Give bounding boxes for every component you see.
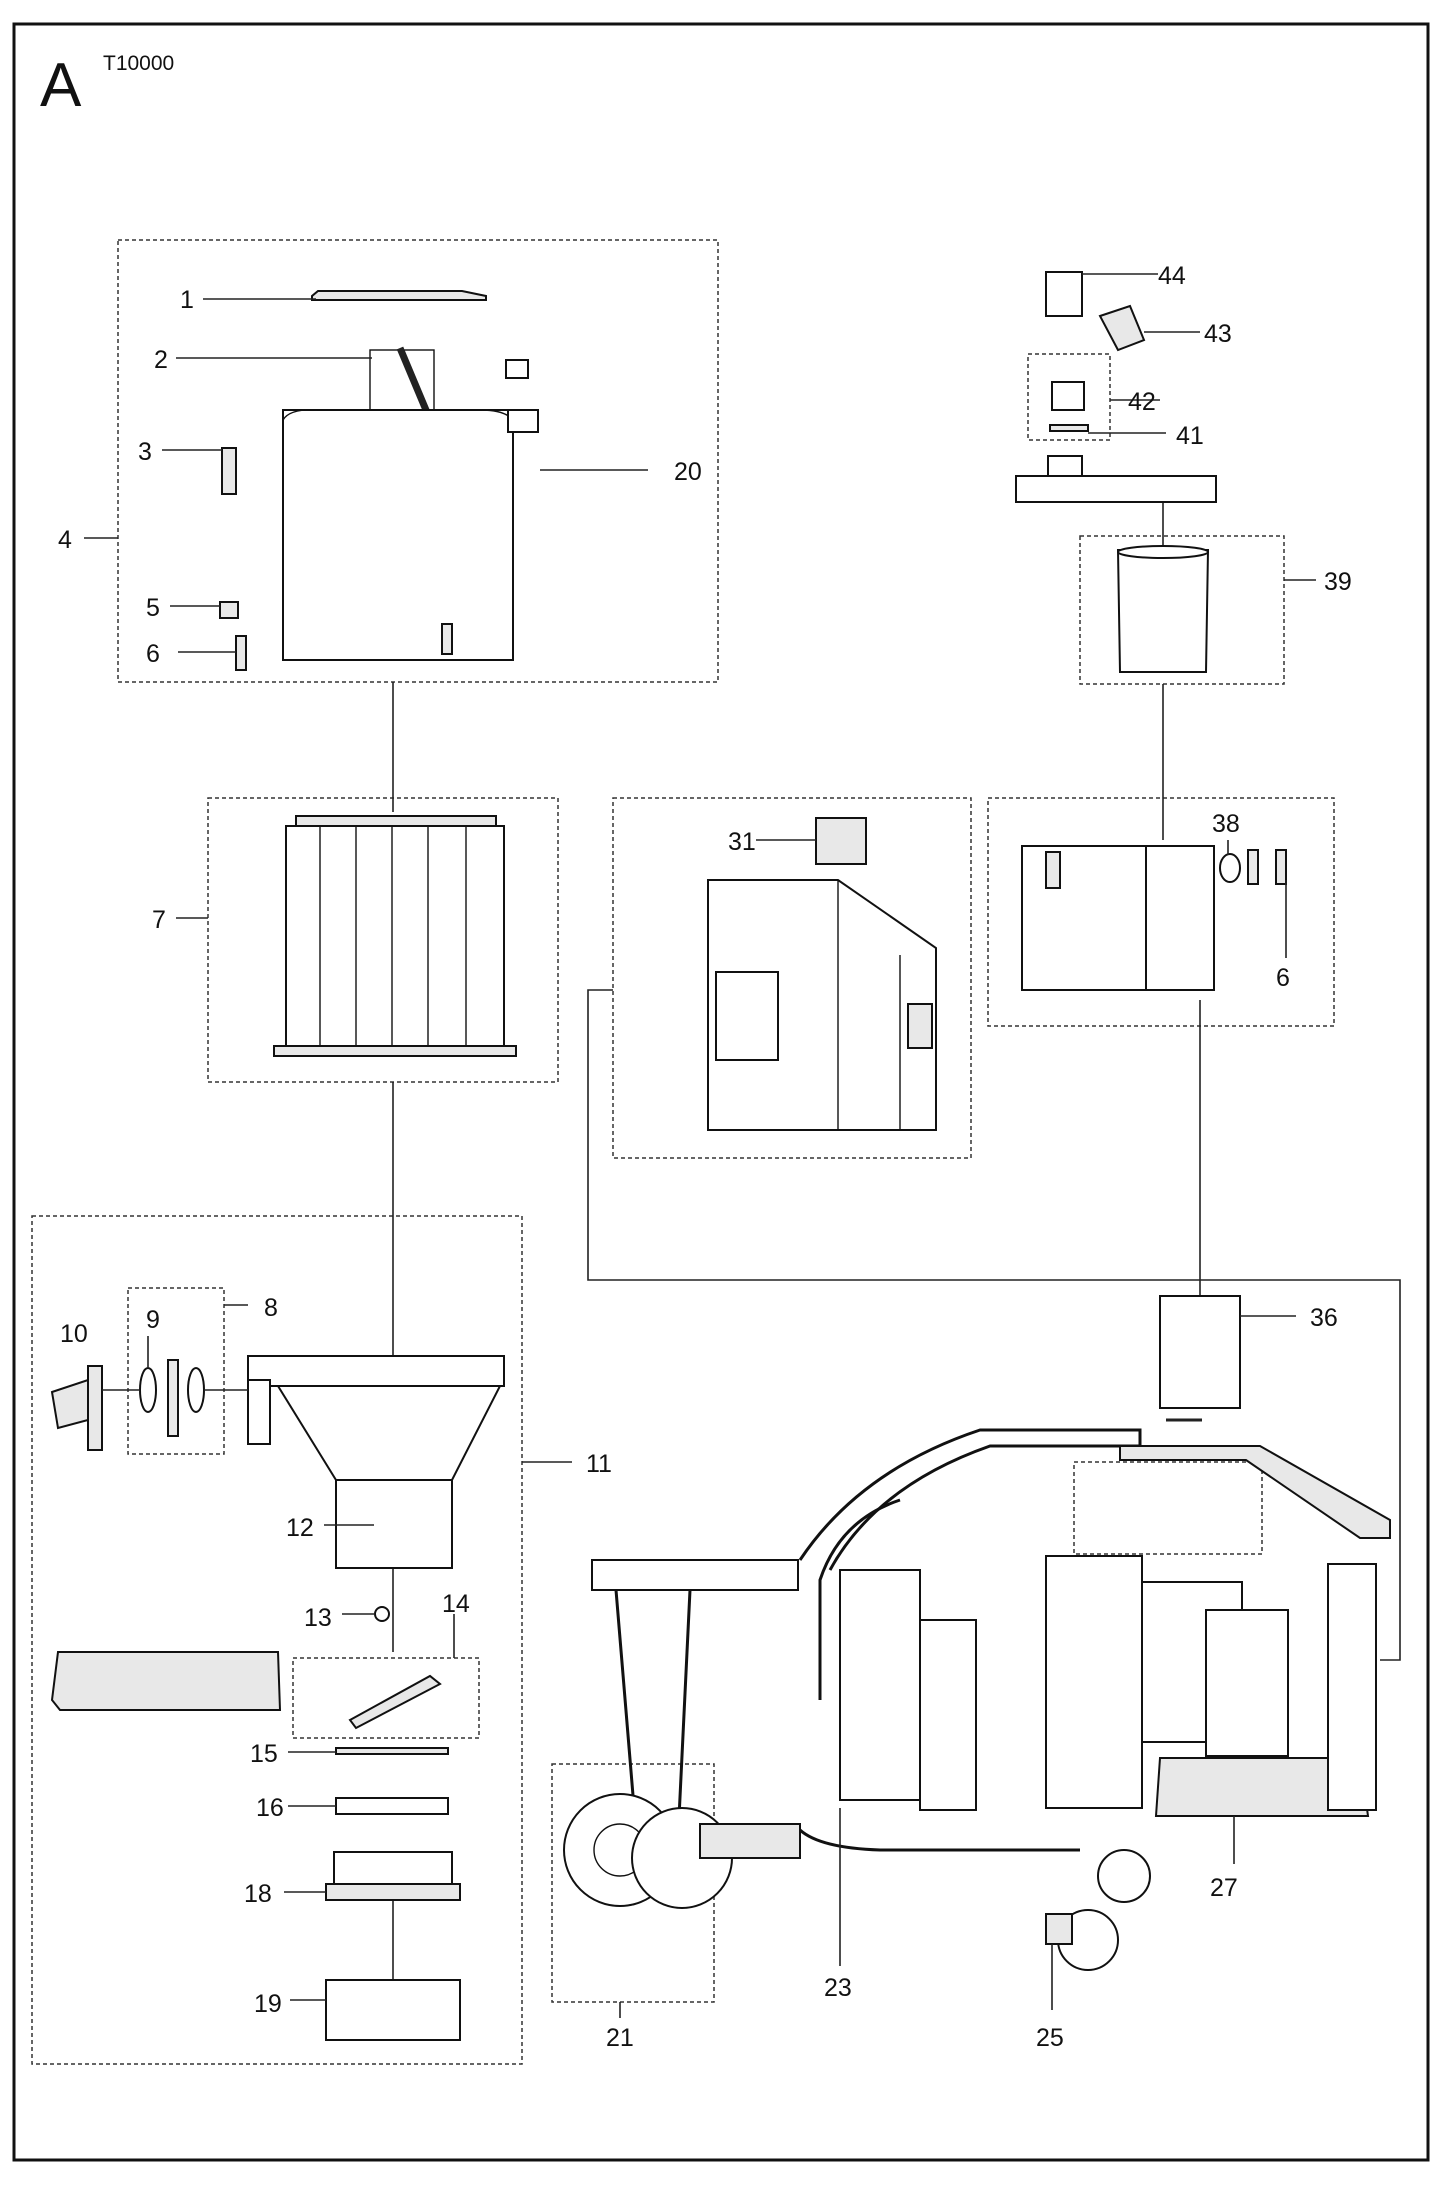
callout-21: 21 — [606, 2024, 634, 2052]
group-box-27-sub — [1073, 1461, 1263, 1555]
group-box-31 — [612, 797, 972, 1159]
valve-part-44 — [1045, 271, 1083, 317]
filter-assembly-7 — [285, 825, 505, 1055]
callout-18: 18 — [244, 1880, 272, 1908]
handle-part-3 — [221, 447, 237, 495]
bag-part-19 — [325, 1979, 461, 2041]
callout-19: 19 — [254, 1990, 282, 2018]
ring-part-9 — [139, 1367, 157, 1413]
callout-13: 13 — [304, 1604, 332, 1632]
callout-36: 36 — [1310, 1304, 1338, 1332]
callout-41: 41 — [1176, 422, 1204, 450]
knob-part-5 — [219, 601, 239, 619]
motor-part-27 — [1205, 1609, 1289, 1757]
callout-10: 10 — [60, 1320, 88, 1348]
callout-15: 15 — [250, 1740, 278, 1768]
page-frame — [12, 22, 1430, 2162]
lid-part-1 — [311, 290, 487, 301]
callout-9: 9 — [146, 1306, 160, 1334]
caster-part-25 — [1097, 1849, 1151, 1903]
rod-part-15 — [335, 1747, 449, 1755]
group-box-14 — [292, 1657, 480, 1739]
callout-31: 31 — [728, 828, 756, 856]
latch-part-6 — [235, 635, 247, 671]
box-part-36 — [1159, 1295, 1241, 1409]
callout-1: 1 — [180, 286, 194, 314]
section-letter: A — [40, 51, 82, 120]
motor-housing — [1045, 1555, 1143, 1809]
washer-part-41 — [1049, 424, 1089, 432]
callout-20: 20 — [674, 458, 702, 486]
group-box-4 — [117, 239, 719, 683]
latch-part-31 — [815, 817, 867, 865]
group-box-8 — [127, 1287, 225, 1455]
cart-top-plate — [591, 1559, 799, 1591]
callout-25: 25 — [1036, 2024, 1064, 2052]
callout-43: 43 — [1204, 320, 1232, 348]
model-code: T10000 — [103, 52, 174, 75]
ring-part-18 — [325, 1883, 461, 1901]
callout-14: 14 — [442, 1590, 470, 1618]
callout-38: 38 — [1212, 810, 1240, 838]
callout-42: 42 — [1128, 388, 1156, 416]
cover-panel — [707, 879, 937, 1131]
callout-8: 8 — [264, 1294, 278, 1322]
callout-44: 44 — [1158, 262, 1186, 290]
callout-12: 12 — [286, 1514, 314, 1542]
callout-23: 23 — [824, 1974, 852, 2002]
knob-part-38 — [1219, 853, 1241, 883]
callout-16: 16 — [256, 1794, 284, 1822]
callout-7: 7 — [152, 906, 166, 934]
group-box-39 — [1079, 535, 1285, 685]
brush-part-14 — [348, 1674, 442, 1730]
callout-27: 27 — [1210, 1874, 1238, 1902]
group-box-7 — [207, 797, 559, 1083]
callout-5: 5 — [146, 594, 160, 622]
callout-2: 2 — [154, 346, 168, 374]
plate-part-16 — [335, 1797, 449, 1815]
group-box-11 — [31, 1215, 523, 2065]
callout-11: 11 — [586, 1450, 612, 1478]
callout-39: 39 — [1324, 568, 1352, 596]
callout-4: 4 — [58, 526, 72, 554]
bucket-part-39 — [1116, 549, 1210, 673]
callout-3: 3 — [138, 438, 152, 466]
flange-part-10 — [87, 1365, 103, 1451]
hopper-top-part-11 — [247, 1355, 505, 1387]
callout-6-secondary: 6 — [1276, 964, 1290, 992]
callout-6: 6 — [146, 640, 160, 668]
clip-part-13 — [374, 1606, 390, 1622]
tank-body — [282, 409, 514, 661]
nozzle-part-43 — [1098, 304, 1146, 352]
